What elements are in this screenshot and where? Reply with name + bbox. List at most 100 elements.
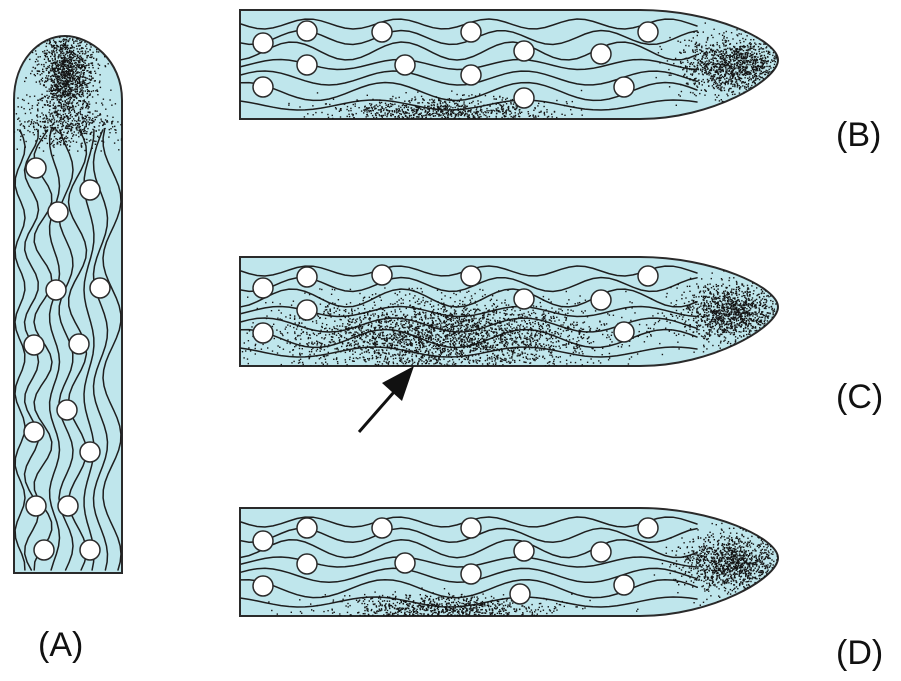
stipple-dot-c bbox=[719, 319, 720, 320]
stipple-dot-b bbox=[730, 49, 731, 50]
stipple-dot-b bbox=[707, 52, 708, 53]
stipple-dot-a bbox=[59, 96, 60, 97]
stipple-dot-a bbox=[59, 99, 60, 100]
stipple-dot-a bbox=[30, 124, 31, 125]
stipple-dot-b bbox=[740, 80, 741, 81]
stipple-dot-a bbox=[70, 118, 71, 119]
stipple-dot-b bbox=[729, 70, 730, 71]
stipple-dot-c bbox=[750, 308, 751, 309]
stipple-dot-a bbox=[87, 83, 88, 84]
stipple-dot-c bbox=[748, 303, 749, 304]
stipple-dot-a bbox=[92, 52, 93, 53]
stipple-dot-c bbox=[726, 297, 727, 298]
stipple-dot-b bbox=[750, 53, 751, 54]
stipple-dot-c bbox=[675, 304, 676, 305]
stipple-dot-a bbox=[69, 59, 70, 60]
stipple-dot-b bbox=[729, 68, 730, 69]
stipple-dot-b bbox=[749, 64, 750, 65]
stipple-dot-c bbox=[689, 286, 690, 287]
stipple-dot-b bbox=[706, 42, 707, 43]
stipple-dot-b bbox=[468, 95, 469, 96]
stipple-dot-a bbox=[68, 62, 69, 63]
stipple-dot-b bbox=[414, 111, 415, 112]
stipple-dot-b bbox=[437, 113, 438, 114]
stipple-dot-b bbox=[433, 107, 434, 108]
stipple-dot-b bbox=[539, 112, 540, 113]
stipple-dot-a bbox=[36, 53, 37, 54]
stipple-dot-b bbox=[730, 88, 731, 89]
stipple-dot-b bbox=[732, 38, 733, 39]
stipple-dot-a bbox=[47, 10, 48, 11]
stipple-dot-b bbox=[740, 65, 741, 66]
stipple-dot-c bbox=[686, 308, 687, 309]
stipple-dot-b bbox=[701, 46, 702, 47]
stipple-dot-b bbox=[731, 73, 732, 74]
stipple-dot-a bbox=[64, 57, 65, 58]
stipple-dot-a bbox=[38, 100, 39, 101]
stipple-dot-a bbox=[67, 45, 68, 46]
stipple-dot-b bbox=[460, 112, 461, 113]
stipple-dot-a bbox=[101, 150, 102, 151]
stipple-dot-a bbox=[34, 96, 35, 97]
stipple-dot-a bbox=[82, 133, 83, 134]
stipple-dot-a bbox=[86, 102, 87, 103]
stipple-dot-b bbox=[729, 65, 730, 66]
stipple-dot-a bbox=[79, 75, 80, 76]
stipple-dot-a bbox=[83, 87, 84, 88]
stipple-dot-c bbox=[728, 321, 729, 322]
stipple-dot-b bbox=[701, 58, 702, 59]
stipple-dot-a bbox=[63, 38, 64, 39]
stipple-dot-b bbox=[691, 62, 692, 63]
stipple-dot-c bbox=[746, 334, 747, 335]
stipple-dot-b bbox=[332, 118, 333, 119]
stipple-dot-b bbox=[737, 51, 738, 52]
stipple-dot-a bbox=[107, 121, 108, 122]
stipple-dot-b bbox=[373, 117, 374, 118]
stipple-dot-a bbox=[71, 64, 72, 65]
stipple-dot-b bbox=[433, 113, 434, 114]
stipple-dot-a bbox=[72, 116, 73, 117]
stipple-dot-b bbox=[450, 99, 451, 100]
stipple-dot-a bbox=[72, 78, 73, 79]
stipple-dot-b bbox=[715, 81, 716, 82]
stipple-dot-b bbox=[438, 115, 439, 116]
stipple-dot-a bbox=[78, 132, 79, 133]
stipple-dot-a bbox=[78, 130, 79, 131]
stipple-dot-b bbox=[344, 103, 345, 104]
stipple-dot-b bbox=[761, 52, 762, 53]
stipple-dot-a bbox=[89, 49, 90, 50]
stipple-dot-c bbox=[784, 308, 785, 309]
stipple-dot-a bbox=[95, 144, 96, 145]
stipple-dot-b bbox=[697, 35, 698, 36]
stipple-dot-c bbox=[785, 317, 786, 318]
stipple-dot-a bbox=[114, 126, 115, 127]
stipple-dot-a bbox=[81, 87, 82, 88]
stipple-dot-b bbox=[390, 98, 391, 99]
stipple-dot-a bbox=[71, 53, 72, 54]
stipple-dot-a bbox=[72, 74, 73, 75]
stipple-dot-c bbox=[772, 310, 773, 311]
stipple-dot-b bbox=[750, 59, 751, 60]
stipple-dot-b bbox=[734, 64, 735, 65]
stipple-dot-b bbox=[417, 109, 418, 110]
stipple-dot-a bbox=[63, 45, 64, 46]
stipple-dot-b bbox=[761, 85, 762, 86]
stipple-dot-a bbox=[76, 97, 77, 98]
stipple-dot-b bbox=[427, 109, 428, 110]
stipple-dot-b bbox=[767, 61, 768, 62]
stipple-dot-a bbox=[77, 51, 78, 52]
stipple-dot-a bbox=[61, 115, 62, 116]
stipple-dot-c bbox=[735, 324, 736, 325]
stipple-dot-c bbox=[732, 307, 733, 308]
stipple-dot-a bbox=[66, 46, 67, 47]
stipple-dot-b bbox=[706, 64, 707, 65]
stipple-dot-b bbox=[695, 52, 696, 53]
stipple-dot-b bbox=[416, 112, 417, 113]
stipple-dot-b bbox=[757, 65, 758, 66]
stipple-dot-b bbox=[676, 105, 677, 106]
stipple-dot-a bbox=[84, 99, 85, 100]
stipple-dot-b bbox=[544, 113, 545, 114]
stipple-dot-a bbox=[71, 30, 72, 31]
stipple-dot-b bbox=[723, 70, 724, 71]
stipple-dot-a bbox=[51, 45, 52, 46]
